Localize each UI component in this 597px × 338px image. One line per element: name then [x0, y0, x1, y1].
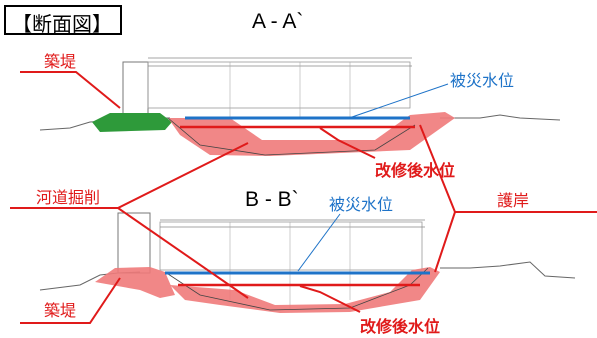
aa-left-box [122, 61, 149, 119]
aa-ground-line [440, 114, 561, 121]
bb-channel-outline [164, 267, 429, 311]
aa-frame [147, 61, 411, 109]
revetment-leader-b [434, 211, 456, 273]
disaster-water-level-label-bottom: 被災水位 [329, 195, 394, 214]
callout-lines [10, 71, 597, 324]
improved-water-level-label-top: 改修後水位 [375, 161, 456, 180]
section-label-aa: A - A` [252, 10, 304, 33]
revetment-label: 護岸 [497, 191, 530, 210]
bb-left-box [117, 212, 151, 274]
river-excavation-label: 河道掘削 [36, 188, 101, 207]
disaster-level-bottom-leader [297, 213, 341, 272]
embankment-bottom-leader [20, 277, 121, 324]
river-excavation-leader-b [117, 207, 249, 299]
bb-excavation-fill [170, 267, 440, 313]
embankment-top-leader [20, 71, 121, 109]
section-label-bb: B - B` [245, 188, 299, 211]
improved-level-bottom-leader [299, 285, 361, 313]
bb-frame [159, 221, 423, 271]
aa-channel-outline [167, 117, 416, 156]
improved-level-top-leader [319, 127, 376, 159]
embankment-label-bottom: 築堤 [44, 301, 77, 320]
bb-embankment-fill [95, 267, 175, 298]
disaster-level-top-leader [351, 83, 449, 118]
figure-title: 【断面図】 [12, 12, 112, 36]
section-bb-drawing [39, 212, 576, 313]
section-aa-drawing [39, 57, 561, 156]
improved-water-level-label-bottom: 改修後水位 [360, 317, 441, 336]
aa-embankment-fill [92, 113, 172, 132]
embankment-label-top: 築堤 [44, 52, 77, 71]
disaster-water-level-label-top: 被災水位 [450, 71, 515, 90]
bb-ground-line [440, 261, 576, 279]
figure-title-box: 【断面図】 [4, 5, 122, 36]
